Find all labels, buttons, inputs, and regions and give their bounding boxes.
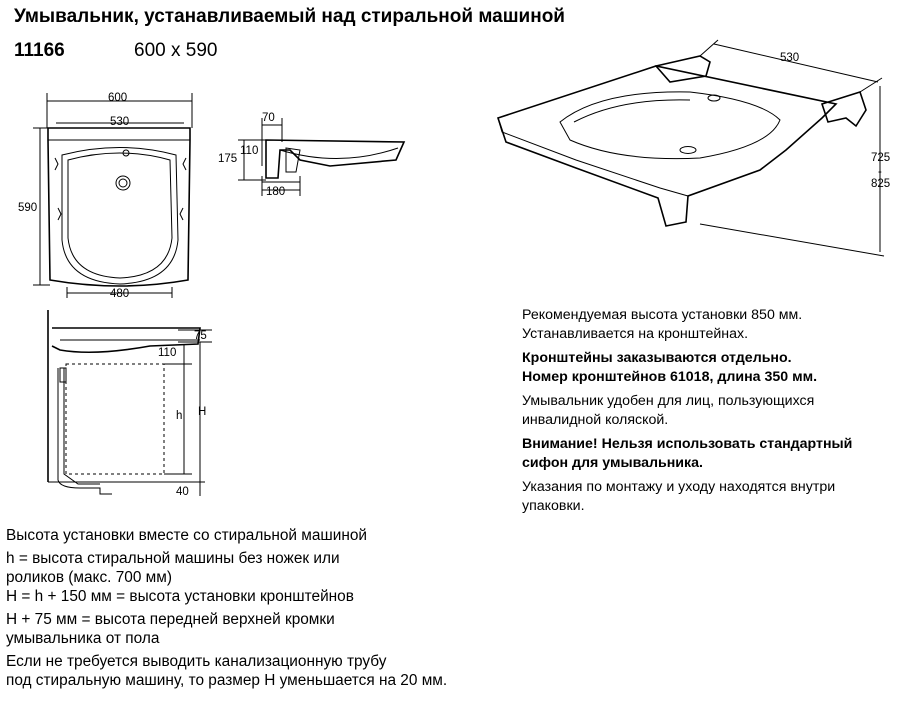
product-size: 600 x 590 xyxy=(134,40,218,61)
dim-40: 40 xyxy=(176,486,189,498)
dim-dash: - xyxy=(878,166,882,178)
info-warning-line1: Внимание! Нельзя использовать стандартны… xyxy=(522,436,853,452)
note-drain-line1: Если не требуется выводить канализационн… xyxy=(6,653,387,670)
dim-530-perspective: 530 xyxy=(780,52,800,64)
dim-725: 725 xyxy=(871,152,891,164)
dim-70: 70 xyxy=(262,112,275,124)
dim-H-large: H xyxy=(198,406,207,418)
info-warning-line2: сифон для умывальника. xyxy=(522,455,703,471)
note-drain-line2: под стиральную машину, то размер H умень… xyxy=(6,672,448,689)
info-wheelchair-line1: Умывальник удобен для лиц, пользующихся xyxy=(522,393,815,409)
dim-180: 180 xyxy=(266,186,286,198)
info-instructions-line1: Указания по монтажу и уходу находятся вн… xyxy=(522,479,836,495)
dim-75: 75 xyxy=(194,330,207,342)
dim-110-install: 110 xyxy=(158,347,177,359)
note-H-definition: H = h + 150 мм = высота установки кроншт… xyxy=(6,588,354,605)
dim-110-side: 110 xyxy=(240,145,259,157)
dim-480: 480 xyxy=(110,288,130,300)
note-front-edge-line1: H + 75 мм = высота передней верхней кром… xyxy=(6,611,335,628)
info-bracket-number: Номер кронштейнов 61018, длина 350 мм. xyxy=(522,369,818,385)
info-brackets-mount: Устанавливается на кронштейнах. xyxy=(522,326,749,342)
note-h-definition-line2: роликов (макс. 700 мм) xyxy=(6,569,172,586)
info-brackets-separate: Кронштейны заказываются отдельно. xyxy=(522,350,792,366)
document-title: Умывальник, устанавливаемый над стиральн… xyxy=(14,6,565,27)
dim-175: 175 xyxy=(218,153,238,165)
dim-590: 590 xyxy=(18,202,38,214)
info-instructions-line2: упаковки. xyxy=(522,498,585,514)
note-front-edge-line2: умывальника от пола xyxy=(6,630,160,647)
dim-530-top: 530 xyxy=(110,116,130,128)
info-block: Рекомендуемая высота установки 850 мм. У… xyxy=(522,306,892,521)
note-height-with-machine: Высота установки вместе со стиральной ма… xyxy=(6,527,368,544)
article-number: 11166 xyxy=(14,40,65,61)
dim-600: 600 xyxy=(108,92,128,104)
installation-notes: Высота установки вместе со стиральной ма… xyxy=(6,526,526,694)
dim-h-small: h xyxy=(176,410,183,422)
note-h-definition-line1: h = высота стиральной машины без ножек и… xyxy=(6,550,340,567)
info-wheelchair-line2: инвалидной коляской. xyxy=(522,412,669,428)
info-recommended-height: Рекомендуемая высота установки 850 мм. xyxy=(522,307,803,323)
dim-825: 825 xyxy=(871,178,891,190)
